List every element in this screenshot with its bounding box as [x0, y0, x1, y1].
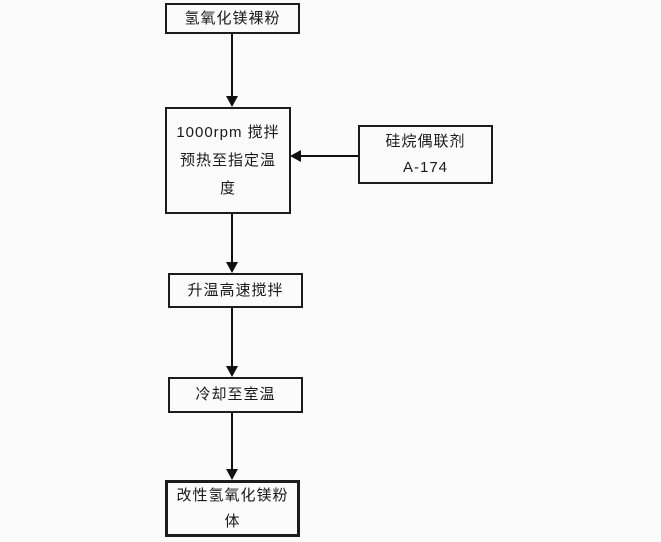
node-label-line: A-174: [402, 158, 449, 176]
flow-node-preheat: 1000rpm 搅拌 预热至指定温 度: [165, 107, 291, 214]
node-label: 升温高速搅拌: [187, 281, 284, 299]
arrowhead-down-icon: [226, 469, 238, 480]
arrow-line-heatstir-to-cool: [231, 308, 233, 367]
arrow-line-agent-to-preheat: [299, 155, 358, 157]
node-label-line: 1000rpm 搅拌: [176, 123, 280, 141]
node-label-line: 度: [219, 179, 236, 197]
arrow-line-raw-to-preheat: [231, 33, 233, 97]
node-label: 冷却至室温: [195, 386, 276, 403]
node-label-line: 硅烷偶联剂: [385, 132, 466, 150]
arrow-line-cool-to-product: [231, 413, 233, 470]
flow-node-coupling-agent: 硅烷偶联剂 A-174: [358, 125, 493, 184]
node-label-line: 改性氢氧化镁粉: [176, 486, 289, 504]
arrowhead-down-icon: [226, 262, 238, 273]
flow-node-cool: 冷却至室温: [168, 377, 303, 413]
arrowhead-down-icon: [226, 96, 238, 107]
flow-node-raw-powder: 氢氧化镁裸粉: [165, 3, 300, 34]
node-label: 氢氧化镁裸粉: [184, 9, 281, 27]
node-label-line: 预热至指定温: [179, 151, 276, 169]
flow-node-product: 改性氢氧化镁粉 体: [165, 480, 300, 537]
arrowhead-left-icon: [290, 150, 301, 162]
arrowhead-down-icon: [226, 366, 238, 377]
node-label-line: 体: [224, 512, 241, 530]
arrow-line-preheat-to-heatstir: [231, 214, 233, 263]
flow-node-heat-stir: 升温高速搅拌: [168, 273, 303, 308]
